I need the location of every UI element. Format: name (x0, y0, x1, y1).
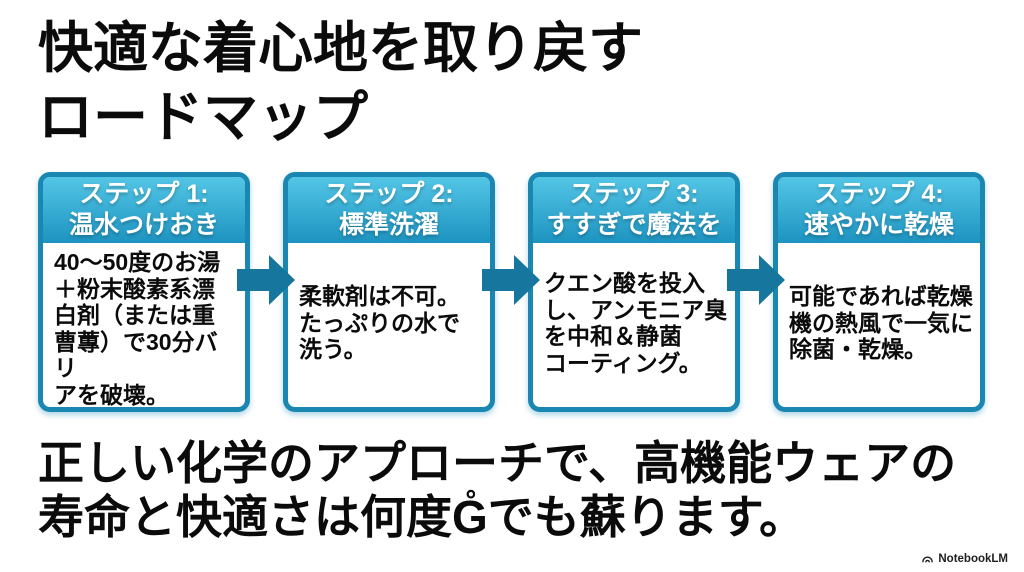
step-card-1: ステップ 1: 温水つけおき 40〜50度のお湯 ＋粉末酸素系漂 白剤（または重… (38, 172, 250, 412)
step-2-header: ステップ 2: 標準洗濯 (288, 177, 490, 243)
arrow-right-icon (237, 255, 295, 305)
steps-row: ステップ 1: 温水つけおき 40〜50度のお湯 ＋粉末酸素系漂 白剤（または重… (38, 172, 985, 412)
step-2-body: 柔軟剤は不可。 たっぷりの水で 洗う。 (288, 243, 490, 407)
step-card-2: ステップ 2: 標準洗濯 柔軟剤は不可。 たっぷりの水で 洗う。 (283, 172, 495, 412)
step-card-3: ステップ 3: すすぎで魔法を クエン酸を投入 し、アンモニア臭 を中和＆静菌 … (528, 172, 740, 412)
title-line-2: ロードマップ (38, 86, 369, 148)
brand-footer: NotebookLM (921, 552, 1008, 565)
step-4-body-text: 可能であれば乾燥 機の熱風で一気に 除菌・乾燥。 (789, 283, 973, 363)
step-4-header: ステップ 4: 速やかに乾燥 (778, 177, 980, 243)
conclusion-text: 正しい化学のアプローチで、高機能ウェアの 寿命と快適さは何度G̊でも蘇ります。 (38, 436, 998, 544)
notebooklm-logo-icon (922, 556, 934, 563)
step-3-body-text: クエン酸を投入 し、アンモニア臭 を中和＆静菌 コーティング。 (544, 270, 728, 376)
step-2-body-text: 柔軟剤は不可。 たっぷりの水で 洗う。 (299, 283, 460, 363)
title-line-1: 快適な着心地を取り戻す (38, 17, 644, 79)
step-3-body: クエン酸を投入 し、アンモニア臭 を中和＆静菌 コーティング。 (533, 243, 735, 407)
step-1-header: ステップ 1: 温水つけおき (43, 177, 245, 243)
step-3-header: ステップ 3: すすぎで魔法を (533, 177, 735, 243)
conclusion-line-1: 正しい化学のアプローチで、高機能ウェアの (38, 437, 957, 489)
conclusion-line-2: 寿命と快適さは何度G̊でも蘇ります。 (38, 491, 806, 543)
arrow-right-icon (482, 255, 540, 305)
step-card-4: ステップ 4: 速やかに乾燥 可能であれば乾燥 機の熱風で一気に 除菌・乾燥。 (773, 172, 985, 412)
step-1-body-text: 40〜50度のお湯 ＋粉末酸素系漂 白剤（または重 曹蓴）で30分バリ アを破壊… (54, 249, 221, 408)
step-1-body: 40〜50度のお湯 ＋粉末酸素系漂 白剤（または重 曹蓴）で30分バリ アを破壊… (43, 243, 245, 408)
brand-name: NotebookLM (938, 552, 1008, 565)
arrow-right-icon (727, 255, 785, 305)
step-4-body: 可能であれば乾燥 機の熱風で一気に 除菌・乾燥。 (778, 243, 980, 407)
page-title: 快適な着心地を取り戻す ロードマップ (38, 14, 643, 152)
